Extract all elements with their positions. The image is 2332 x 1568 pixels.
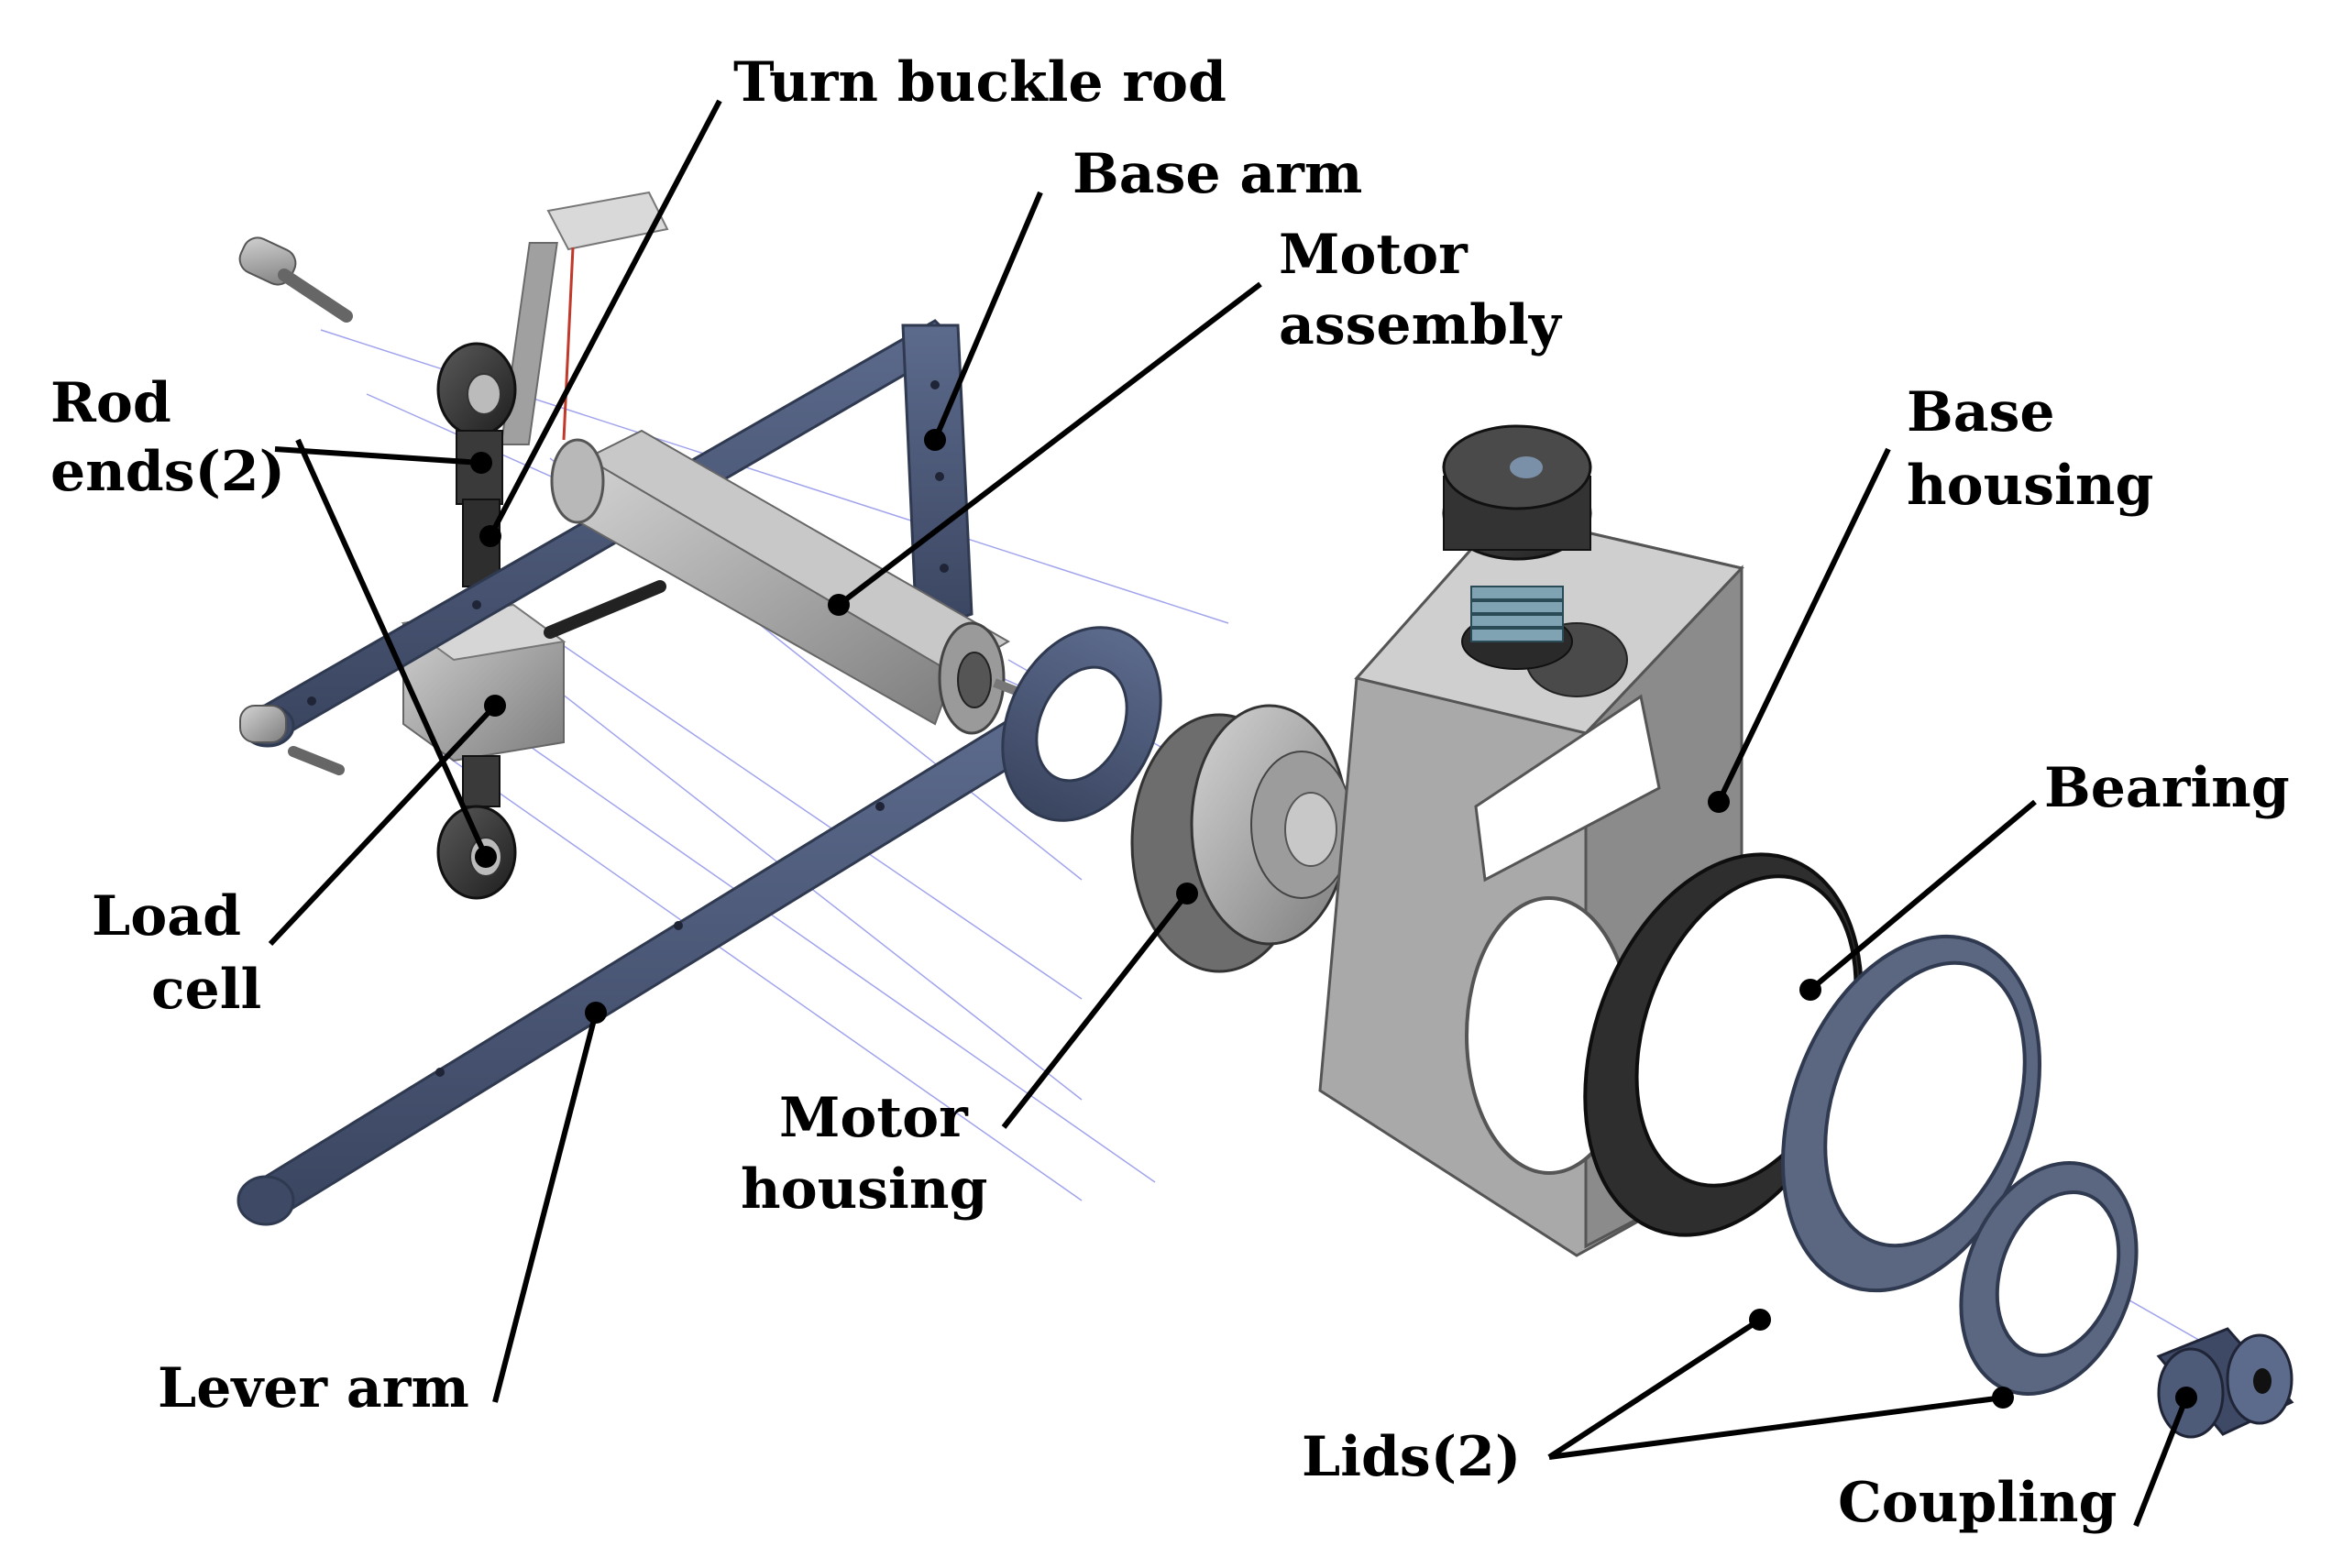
coupling <box>2156 1327 2294 1439</box>
label-base-housing-line2: housing <box>1907 454 2153 518</box>
label-bearing: Bearing <box>2044 756 2290 820</box>
leader-motor-assembly <box>837 281 1262 608</box>
leader-bearing <box>1809 799 2037 992</box>
label-motor-assembly-line1: Motor <box>1279 223 1468 287</box>
label-lever-arm: Lever arm <box>158 1356 469 1420</box>
ribbon-cable-connector <box>500 191 669 445</box>
label-load-cell-line2: cell <box>151 958 261 1022</box>
motor-housing <box>1130 704 1353 973</box>
label-turn-buckle-rod: Turn buckle rod <box>733 50 1226 115</box>
label-rod-ends-line1: Rod <box>50 371 171 435</box>
label-motor-housing-line1: Motor <box>779 1086 969 1150</box>
leader-base-housing <box>1716 447 1891 804</box>
leader-dots <box>470 429 2197 1409</box>
label-rod-ends-line2: ends(2) <box>50 440 285 504</box>
motor-assembly <box>550 429 1056 735</box>
lid-small <box>1959 1161 2139 1396</box>
leader-lever-arm <box>492 1012 599 1403</box>
leader-rod-ends-upper <box>274 446 482 466</box>
label-motor-assembly-line2: assembly <box>1279 293 1563 357</box>
label-motor-housing-line2: housing <box>741 1157 987 1222</box>
leader-lids-large <box>1547 1317 1762 1460</box>
label-coupling: Coupling <box>1838 1471 2118 1535</box>
spring-cap <box>1442 424 1592 670</box>
rod-end-upper <box>436 342 517 505</box>
leader-lids-small <box>1548 1395 2004 1460</box>
label-base-housing-line1: Base <box>1907 380 2055 444</box>
leader-lines <box>268 99 2189 1528</box>
leader-coupling <box>2133 1396 2189 1528</box>
leader-motor-housing <box>1001 892 1190 1129</box>
leader-base-arm <box>932 191 1043 442</box>
lever-arm <box>236 626 1162 1226</box>
label-load-cell-line1: Load <box>92 884 241 948</box>
leader-rod-ends-lower <box>295 438 489 859</box>
label-base-arm: Base arm <box>1072 142 1362 206</box>
shoulder-bolt-mid <box>239 705 345 775</box>
leader-load-cell <box>268 703 498 947</box>
leader-turn-buckle-rod <box>488 99 722 538</box>
shoulder-bolt-top <box>238 236 353 323</box>
label-lids: Lids(2) <box>1302 1425 1521 1489</box>
lid-large <box>1780 934 2042 1293</box>
